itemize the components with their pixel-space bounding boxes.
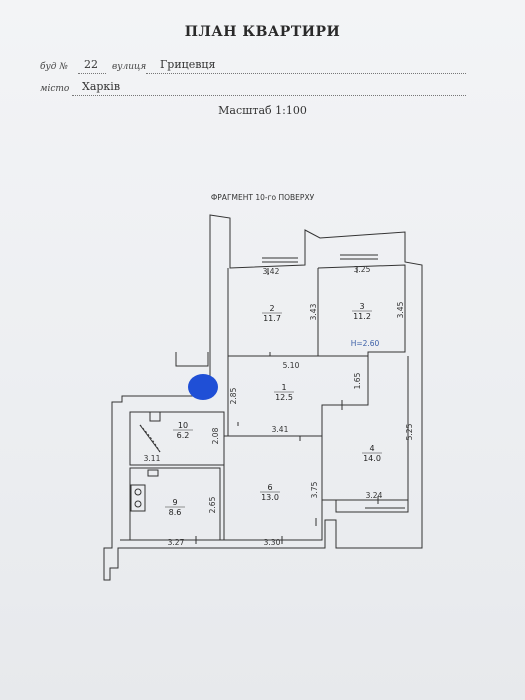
building-label: буд № [40,62,68,72]
dim-room-4-side: 5.25 [405,423,414,440]
room-2-number: 2 [269,304,274,313]
door-swing-2 [139,424,161,453]
page-title: ПЛАН КВАРТИРИ [184,24,341,40]
room-1-number: 1 [281,383,286,392]
dim-room-1-right: 1.65 [353,372,362,389]
stove [130,484,146,512]
building-underline [78,73,106,74]
wall-room-6 [223,435,323,541]
room-10-number: 10 [178,421,188,430]
dim-room-10-side: 2.08 [211,427,220,444]
tick-marks [195,266,379,544]
city-label: місто [40,84,70,94]
room-3-number: 3 [359,302,364,311]
room-6-number: 6 [267,483,272,492]
room-4-number: 4 [369,444,374,453]
dim-room-3-top: 3.25 [354,265,371,274]
room-1-area: 12.5 [275,393,293,402]
dim-room-10-bottom: 3.11 [144,454,161,463]
outer-wall [103,214,423,581]
dim-room-2-side: 3.43 [309,303,318,320]
vent [147,469,159,477]
balcony-lower [335,499,409,513]
building-number: 22 [84,58,98,71]
dim-room-2-top: 3.42 [263,267,280,276]
floor-fragment-caption: ФРАГМЕНТ 10-го ПОВЕРХУ [210,193,315,202]
room-6-area: 13.0 [261,493,279,502]
stove-burner-2 [134,500,142,508]
room-4-area: 14.0 [363,454,381,463]
dim-room-3-side: 3.45 [396,301,405,318]
room-9-number: 9 [172,498,177,507]
dim-room-6-bottom: 3.30 [264,538,281,547]
dim-room-9-bottom: 3.27 [168,538,185,547]
dim-room-6-top: 3.41 [272,425,289,434]
dim-room-1-left: 2.85 [229,387,238,404]
city-value: Харків [82,80,121,93]
room-3-area: 11.2 [353,312,371,321]
window-bottom [365,507,405,513]
street-label: вулиця [112,62,147,72]
wall-room-3 [317,264,406,357]
dim-room-6-side: 3.75 [310,481,319,498]
street-value: Грицевця [160,58,216,71]
street-underline [146,73,466,74]
stove-burner-1 [134,488,142,496]
ceiling-height-note: H=2.60 [351,339,380,348]
door-swing [139,424,161,453]
city-underline [72,95,466,96]
inner-wall-upper [227,268,319,357]
room-9-area: 8.6 [169,508,182,517]
dim-room-4-bottom: 3.24 [366,491,383,500]
corridor-notch [175,352,209,367]
ink-marker [188,374,218,400]
room-2-area: 11.7 [263,314,281,323]
scale-note: Масштаб 1:100 [218,104,307,117]
room-10-area: 6.2 [177,431,190,440]
dim-room-1-top: 5.10 [283,361,300,370]
window-top-right [340,254,378,260]
sink [149,411,161,422]
dim-room-9-side: 2.65 [208,496,217,513]
wall-room-4 [321,356,409,501]
window-top [262,257,298,263]
